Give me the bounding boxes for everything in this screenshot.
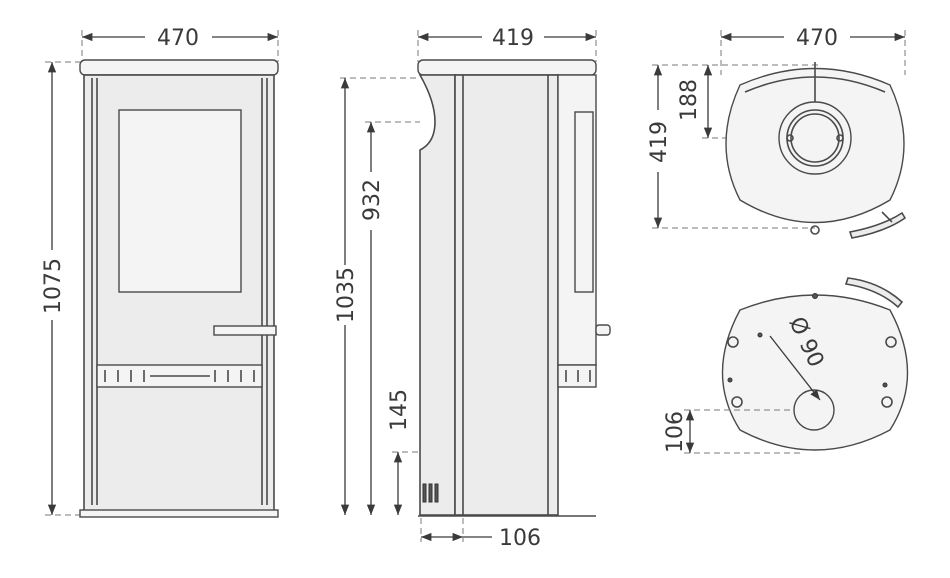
top-depth-label: 419 [647, 121, 672, 163]
bottom-handle-arc [844, 277, 904, 309]
side-view: 419 1035 932 145 106 [334, 26, 611, 551]
front-door-handle [213, 325, 277, 336]
bottom-outline [721, 294, 909, 451]
bottom-view: Ø 90 106 [663, 277, 909, 454]
side-top-cap [417, 59, 597, 76]
front-view: 470 1075 [41, 26, 279, 518]
side-front-profile [418, 74, 456, 516]
top-flue-offset-label: 188 [677, 79, 702, 121]
front-grate-slots [104, 370, 255, 382]
side-back-inset [574, 111, 594, 293]
front-glass-window [118, 109, 242, 293]
top-view: 470 419 188 [647, 26, 907, 239]
side-back-grate [557, 364, 597, 388]
side-bottom-offset-label: 106 [499, 526, 541, 551]
side-body [454, 74, 559, 516]
front-top-cap [79, 59, 279, 76]
bottom-offset-label: 106 [663, 411, 688, 453]
side-flue-stub [595, 324, 611, 336]
top-handle-arc [848, 211, 907, 239]
side-low-height-label: 145 [387, 389, 412, 431]
side-height-label: 1035 [334, 267, 359, 323]
front-width-label: 470 [157, 26, 199, 51]
side-depth-label: 419 [492, 26, 534, 51]
bottom-air-inlet [793, 389, 835, 431]
top-flue-ring [778, 101, 852, 175]
front-base [79, 509, 279, 518]
front-body [83, 74, 275, 516]
side-inlet-height-label: 932 [360, 179, 385, 221]
front-height-label: 1075 [41, 258, 66, 314]
top-width-label: 470 [796, 26, 838, 51]
side-air-slots [422, 483, 439, 503]
